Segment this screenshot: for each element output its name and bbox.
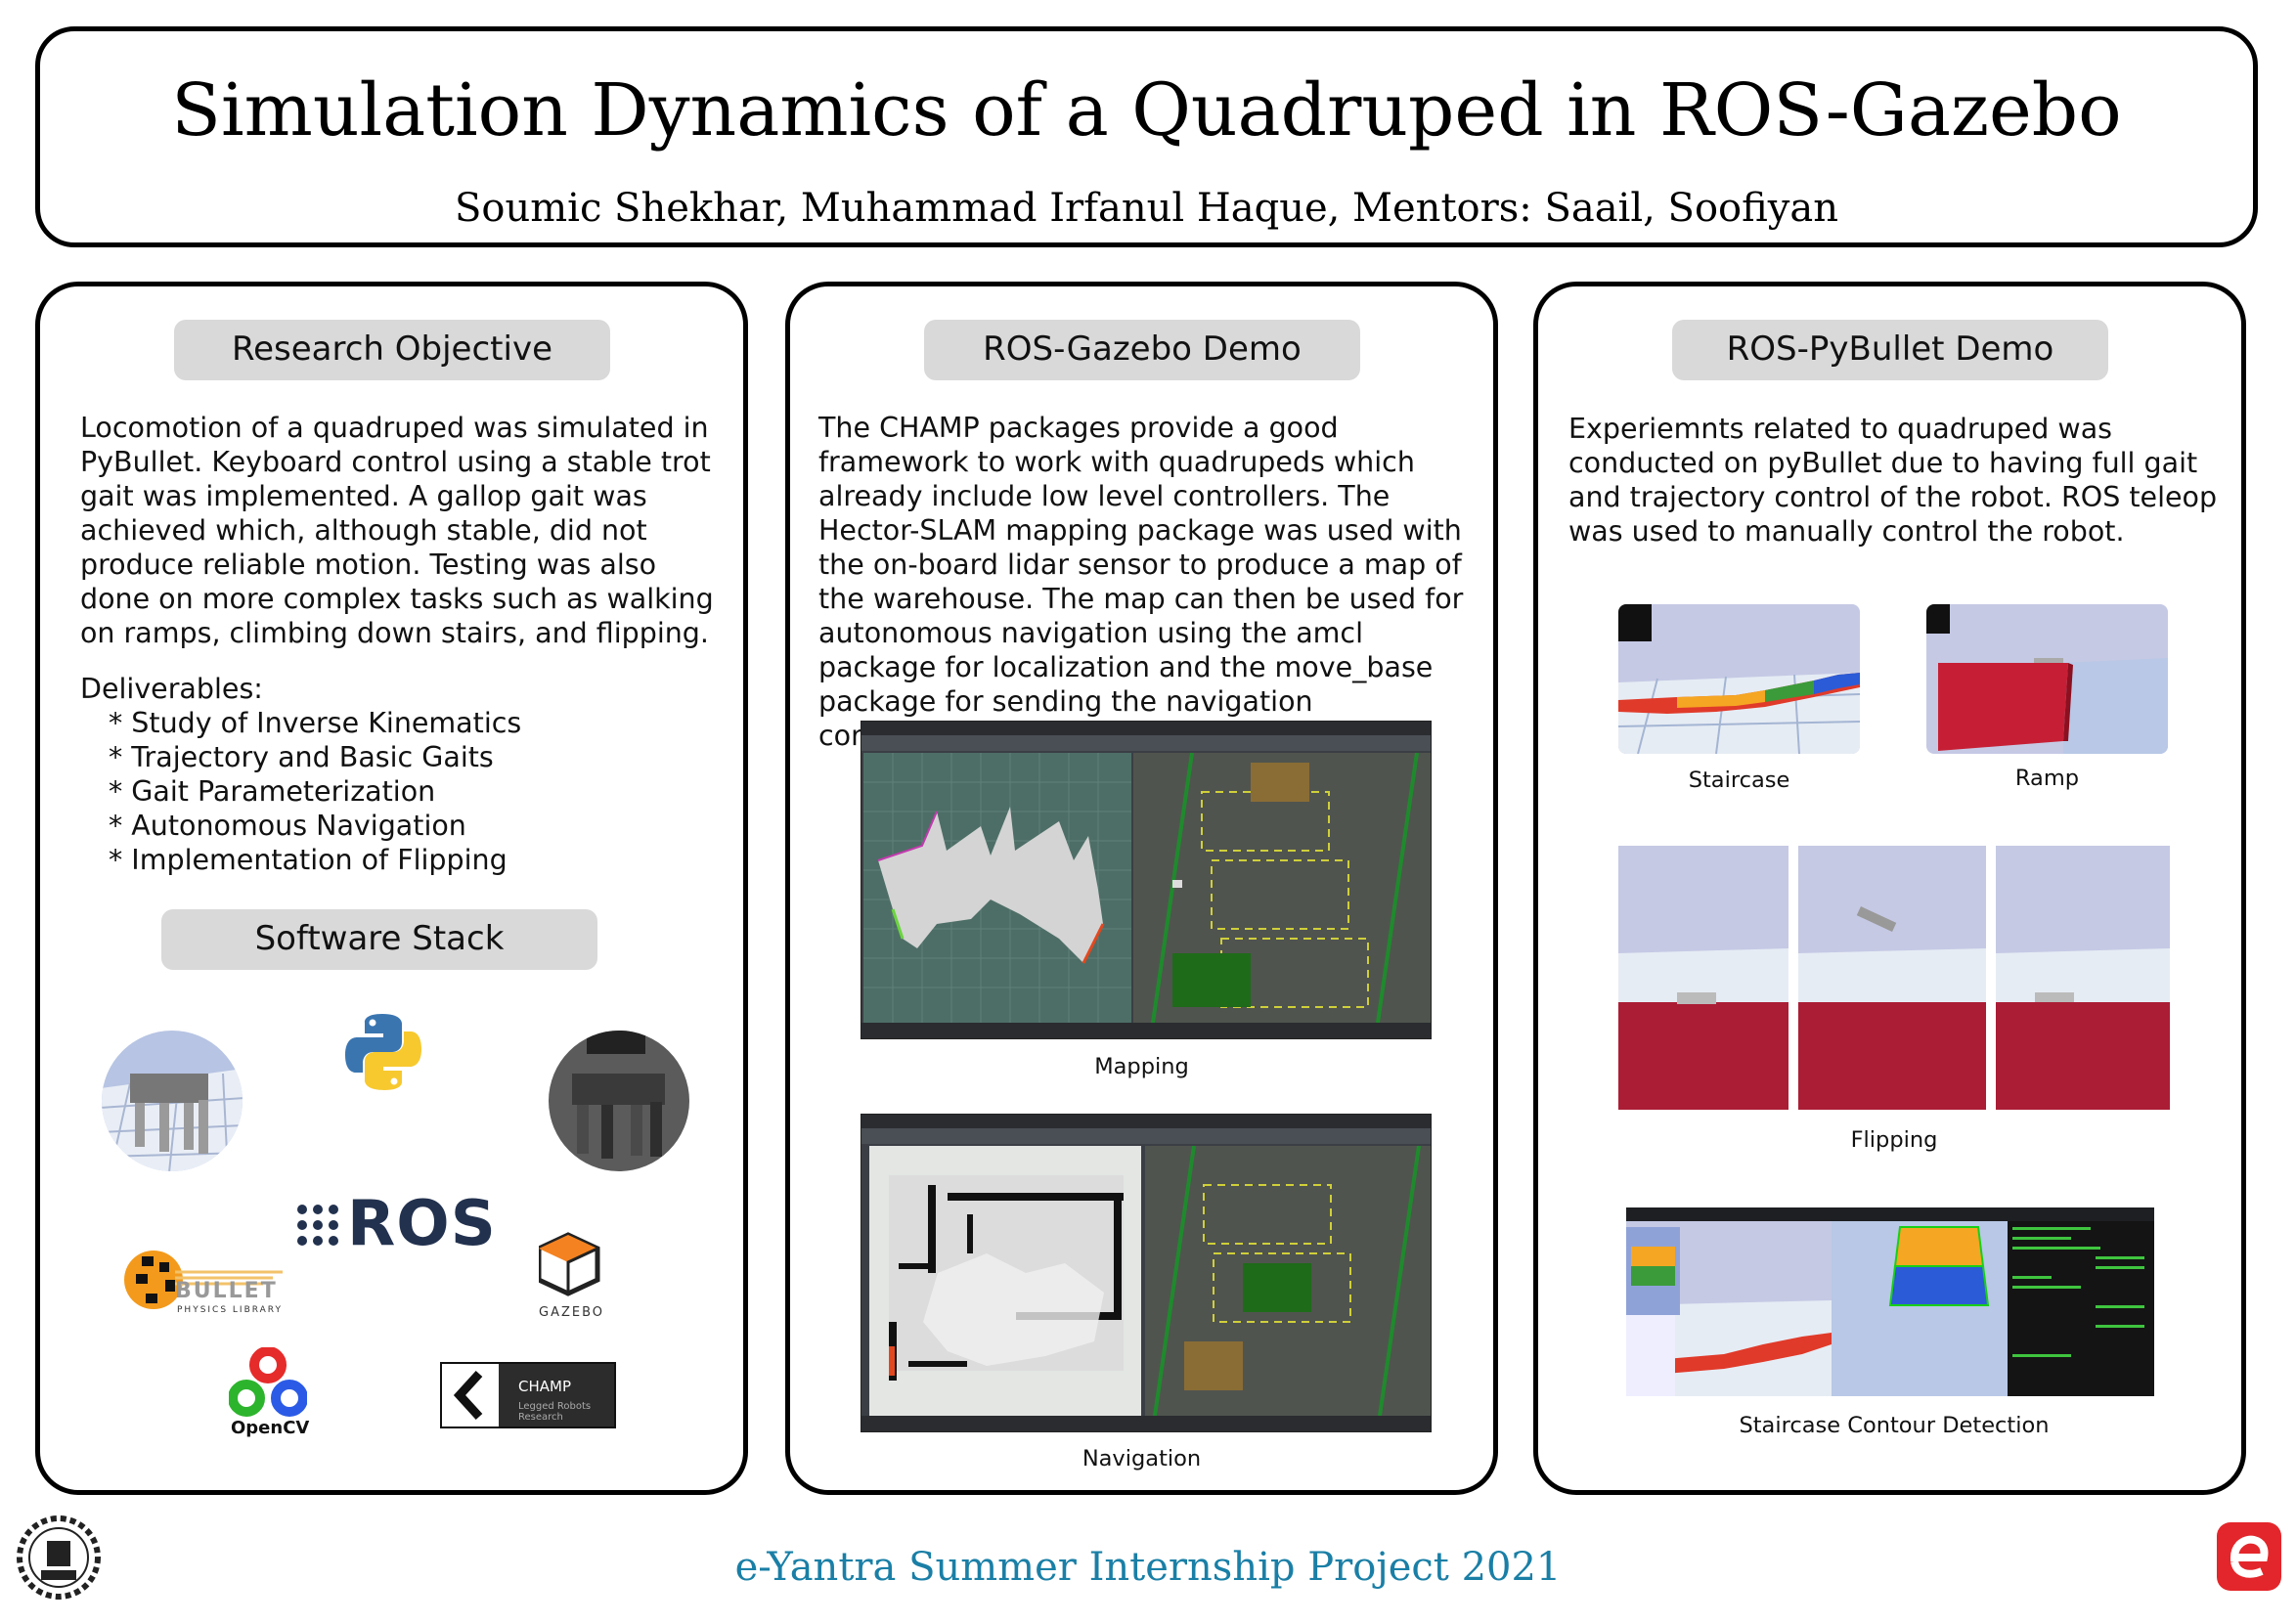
e-yantra-logo-icon: [2217, 1522, 2281, 1591]
research-objective-panel: Research Objective Locomotion of a quadr…: [35, 282, 748, 1495]
gazebo-quadruped-image: [548, 1030, 690, 1172]
poster-authors: Soumic Shekhar, Muhammad Irfanul Haque, …: [454, 186, 1839, 231]
ros-pybullet-demo-panel: ROS-PyBullet Demo Experiemnts related to…: [1533, 282, 2246, 1495]
navigation-caption: Navigation: [1082, 1446, 1202, 1471]
opencv-label: OpenCV: [231, 1418, 310, 1438]
mapping-screenshot: [861, 721, 1432, 1039]
gazebo-navigation-view: [1145, 1145, 1431, 1417]
deliverable-item: * Study of Inverse Kinematics: [109, 707, 522, 739]
deliverables-block: Deliverables: * Study of Inverse Kinemat…: [80, 672, 726, 877]
ros-gazebo-demo-panel: ROS-Gazebo Demo The CHAMP packages provi…: [785, 282, 1498, 1495]
ros-pybullet-demo-text: Experiemnts related to quadruped was con…: [1568, 413, 2218, 548]
champ-logo: CHAMP Legged Robots Research: [440, 1362, 616, 1428]
rviz-navigation-map: [869, 1146, 1141, 1416]
ros-gazebo-demo-heading: ROS-Gazebo Demo: [924, 320, 1360, 380]
rviz-map-view: [863, 753, 1131, 1023]
deliverable-item: * Trajectory and Basic Gaits: [109, 741, 494, 773]
contour-detection-screenshot: [1626, 1207, 2154, 1396]
footer-text: e-Yantra Summer Internship Project 2021: [734, 1545, 1562, 1590]
bullet-logo: BULLET PHYSICS LIBRARY: [116, 1245, 287, 1323]
bullet-sublabel: PHYSICS LIBRARY: [177, 1305, 283, 1315]
opencv-logo: OpenCV: [219, 1347, 317, 1445]
ros-logo: ROS: [296, 1188, 496, 1260]
ramp-caption: Ramp: [2014, 766, 2080, 791]
champ-sublabel: Legged Robots Research: [518, 1401, 592, 1423]
gazebo-label: GAZEBO: [539, 1305, 605, 1320]
flipping-caption: Flipping: [1850, 1127, 1938, 1153]
staircase-image: [1618, 604, 1860, 754]
research-objective-text: Locomotion of a quadruped was simulated …: [80, 412, 714, 649]
research-objective-heading: Research Objective: [174, 320, 610, 380]
bullet-label: BULLET: [175, 1279, 278, 1303]
gazebo-warehouse-view: [1133, 752, 1431, 1024]
iitb-logo-icon: [14, 1514, 104, 1602]
python-icon: [341, 1010, 425, 1094]
flipping-frame-3: [1996, 846, 2170, 1110]
software-stack-heading: Software Stack: [161, 909, 597, 970]
ros-pybullet-demo-heading: ROS-PyBullet Demo: [1672, 320, 2108, 380]
poster-title: Simulation Dynamics of a Quadruped in RO…: [171, 68, 2122, 153]
deliverables-title: Deliverables:: [80, 673, 263, 705]
deliverable-item: * Implementation of Flipping: [109, 844, 508, 876]
ramp-image: [1926, 604, 2168, 754]
gazebo-logo: GAZEBO: [529, 1231, 607, 1329]
flipping-frame-2: [1798, 846, 1986, 1110]
deliverable-item: * Autonomous Navigation: [109, 810, 466, 842]
flipping-frame-1: [1618, 846, 1788, 1110]
mapping-caption: Mapping: [1094, 1054, 1189, 1079]
champ-label: CHAMP: [518, 1378, 572, 1395]
navigation-screenshot: [861, 1114, 1432, 1432]
pybullet-quadruped-image: [101, 1030, 243, 1172]
ros-gazebo-demo-text: The CHAMP packages provide a good framew…: [818, 412, 1464, 752]
champ-chevron-icon: [453, 1370, 483, 1421]
title-box: Simulation Dynamics of a Quadruped in RO…: [35, 26, 2258, 247]
staircase-caption: Staircase: [1688, 768, 1790, 793]
contour-caption: Staircase Contour Detection: [1739, 1413, 2050, 1438]
deliverables-list: * Study of Inverse Kinematics * Trajecto…: [80, 706, 726, 877]
ros-dots-icon: [297, 1205, 338, 1246]
deliverable-item: * Gait Parameterization: [109, 775, 436, 808]
ros-label: ROS: [347, 1188, 497, 1260]
